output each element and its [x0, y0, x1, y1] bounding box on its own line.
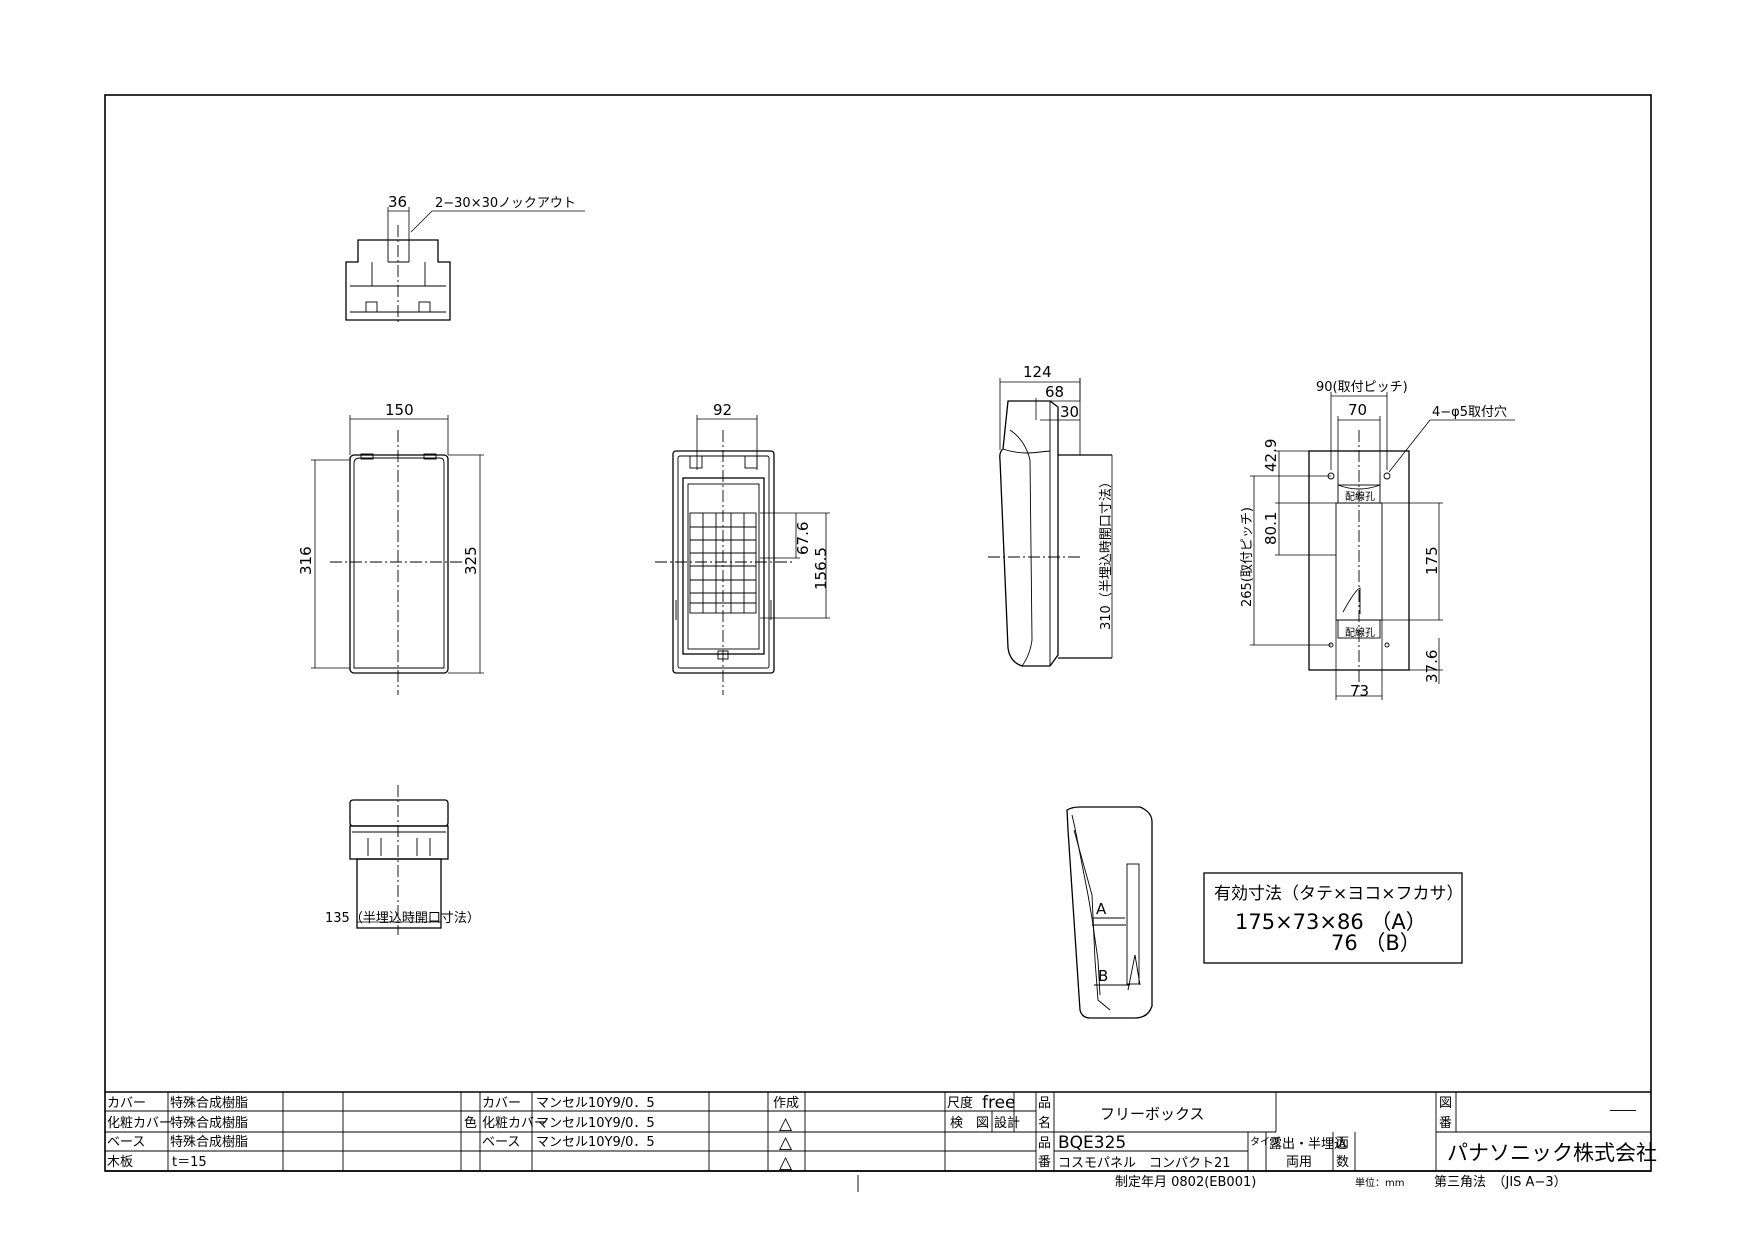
revision-mark-3: △ — [779, 1153, 793, 1173]
back-view-70-dim: 70 — [1348, 401, 1367, 419]
back-view-pitch-dim: 90(取付ピッチ) — [1316, 380, 1408, 395]
front-open-view — [655, 415, 830, 695]
check-label: 検 図 — [950, 1116, 989, 1131]
scale-value: free — [982, 1093, 1016, 1113]
type-label: タイプ — [1250, 1136, 1280, 1148]
side-view-opening-dim: 310（半埋込時開口寸法） — [1099, 475, 1114, 630]
product-series: コスモパネル コンパクト21 — [1058, 1156, 1231, 1171]
material-part-3: ベース — [107, 1135, 145, 1150]
material-part-1: カバー — [107, 1096, 146, 1111]
side-view-68-dim: 68 — [1045, 383, 1064, 401]
color-value-1: マンセル10Y9/0．5 — [536, 1096, 655, 1111]
type-value-top: 露出・半埋込 — [1269, 1137, 1347, 1152]
knockout-note: 2−30×30ノックアウト — [435, 196, 576, 211]
revision-mark-1: △ — [779, 1114, 793, 1134]
color-label: 色 — [464, 1115, 477, 1131]
drawing-no-value: ―― — [1610, 1103, 1636, 1118]
open-view-width-dim: 92 — [713, 401, 732, 419]
faces-label-top: 面 — [1336, 1136, 1349, 1151]
section-label-a: A — [1096, 900, 1107, 918]
back-view-265-dim: 265(取付ピッチ) — [1240, 507, 1255, 607]
back-view-80-1-dim: 80.1 — [1262, 512, 1280, 545]
bottom-view — [349, 785, 449, 935]
front-view-width-dim: 150 — [385, 401, 414, 419]
back-view — [1250, 392, 1515, 700]
number-label-top: 品 — [1038, 1136, 1051, 1151]
side-view-depth-dim: 124 — [1023, 363, 1052, 381]
drawing-frame — [104, 94, 1652, 1172]
faces-label-bottom: 数 — [1336, 1155, 1349, 1170]
color-value-3: マンセル10Y9/0．5 — [536, 1135, 655, 1150]
type-value-bottom: 両用 — [1286, 1155, 1312, 1170]
effective-dims-line-1: 175×73×86 （A） — [1235, 910, 1427, 934]
color-value-2: マンセル10Y9/0．5 — [536, 1116, 655, 1131]
effective-dims-line-2: 76 （B） — [1331, 931, 1421, 955]
revision-mark-2: △ — [779, 1133, 793, 1153]
material-value-2: 特殊合成樹脂 — [170, 1116, 248, 1131]
material-value-1: 特殊合成樹脂 — [170, 1096, 248, 1111]
bottom-view-opening-dim: 135（半埋込時開口寸法） — [325, 911, 480, 926]
material-value-4: t＝15 — [172, 1155, 207, 1170]
color-part-3: ベース — [482, 1135, 520, 1150]
front-view — [311, 415, 484, 695]
mounting-hole-note: 4−φ5取付穴 — [1432, 405, 1507, 420]
back-view-73-dim: 73 — [1350, 682, 1369, 700]
drawing-no-label-top: 図 — [1439, 1096, 1452, 1111]
wiring-hole-bottom-label: 配線孔 — [1345, 626, 1375, 639]
material-part-2: 化粧カバー — [107, 1116, 172, 1131]
created-label: 作成 — [773, 1096, 799, 1111]
number-label-bottom: 番 — [1038, 1155, 1051, 1170]
effective-dims-box — [1203, 872, 1463, 964]
product-name: フリーボックス — [1100, 1105, 1205, 1123]
projection-label: 第三角法 （JIS A−3） — [1434, 1175, 1567, 1190]
front-view-height-dim: 325 — [462, 546, 480, 575]
back-view-42-9-dim: 42.9 — [1262, 439, 1280, 472]
open-view-total-dim: 156.5 — [812, 547, 830, 590]
color-part-1: カバー — [482, 1096, 521, 1111]
name-label-bottom: 名 — [1038, 1115, 1051, 1131]
color-part-2: 化粧カバー — [482, 1116, 547, 1131]
side-view-30-dim: 30 — [1060, 403, 1079, 421]
front-view-inner-height-dim: 316 — [297, 546, 315, 575]
name-label-top: 品 — [1038, 1096, 1051, 1111]
title-block — [105, 1091, 1651, 1192]
open-view-upper-dim: 67.6 — [794, 522, 812, 555]
material-part-4: 木板 — [107, 1155, 133, 1170]
scale-label: 尺度 — [947, 1095, 973, 1111]
top-view-width-dim: 36 — [388, 193, 407, 211]
unit-label: 単位：mm — [1355, 1176, 1404, 1189]
back-view-175-dim: 175 — [1423, 546, 1441, 575]
side-view — [988, 378, 1113, 667]
issue-date: 制定年月 0802(EB001) — [1115, 1175, 1256, 1190]
section-label-b: B — [1098, 967, 1108, 985]
back-view-37-6-dim: 37.6 — [1423, 650, 1441, 683]
section-view — [1066, 806, 1153, 1019]
top-view — [345, 207, 585, 325]
material-value-3: 特殊合成樹脂 — [170, 1135, 248, 1150]
company-name: パナソニック株式会社 — [1447, 1141, 1657, 1165]
effective-dims-title: 有効寸法（タテ×ヨコ×フカサ） — [1214, 884, 1464, 904]
wiring-hole-top-label: 配線孔 — [1345, 490, 1375, 503]
design-label: 設計 — [994, 1115, 1020, 1131]
product-number: BQE325 — [1058, 1133, 1126, 1153]
drawing-no-label-bottom: 番 — [1439, 1116, 1452, 1131]
